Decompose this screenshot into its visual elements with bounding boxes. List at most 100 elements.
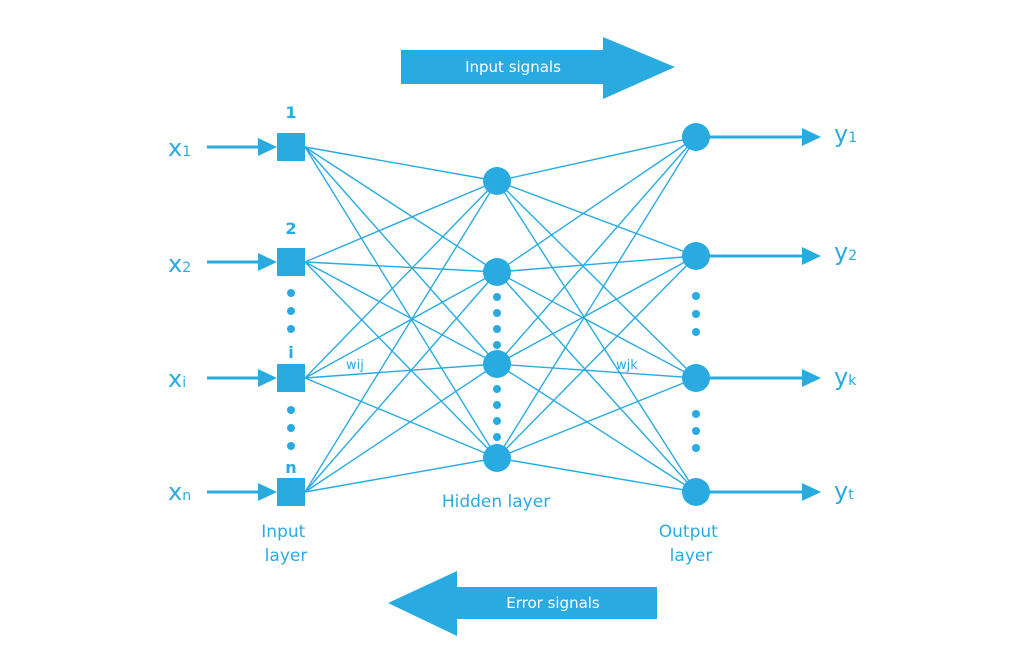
- ellipsis-dot: [287, 289, 295, 297]
- ellipsis-dot: [692, 328, 700, 336]
- ellipsis-dot: [287, 424, 295, 432]
- connection-line: [304, 271, 498, 379]
- connection-line: [304, 457, 498, 493]
- connection-line: [304, 271, 498, 493]
- input-node-indices: 1 2 i n: [285, 103, 296, 477]
- input-arrow-head: [258, 253, 277, 271]
- ellipsis-dot: [287, 325, 295, 333]
- ellipsis-dot: [287, 307, 295, 315]
- connection-line: [496, 271, 697, 493]
- input-variable-labels: x1 x2 xi xn: [168, 134, 191, 506]
- ellipsis-dot: [692, 410, 700, 418]
- input-node-index-1: 1: [285, 103, 296, 122]
- input-var-n: xn: [168, 478, 191, 506]
- input-node-index-2: 2: [285, 219, 296, 238]
- connection-line: [304, 180, 498, 379]
- hidden-layer-label: Hidden layer: [442, 492, 550, 512]
- connection-line: [496, 136, 697, 365]
- output-nodes: [682, 123, 710, 506]
- output-var-2: y2: [834, 238, 857, 266]
- connection-line: [496, 136, 697, 273]
- hidden-node: [483, 258, 511, 286]
- connection-line: [304, 261, 498, 273]
- input-node-index-i: i: [288, 343, 293, 362]
- connection-line: [304, 146, 498, 365]
- input-node: [277, 478, 305, 506]
- hidden-nodes: [483, 167, 511, 472]
- output-var-t: yt: [834, 477, 854, 505]
- ellipsis-dot: [493, 341, 501, 349]
- input-node: [277, 248, 305, 276]
- output-var-k: yk: [834, 363, 857, 391]
- connection-line: [304, 180, 498, 263]
- input-arrow-head: [258, 483, 277, 501]
- ellipsis-dot: [493, 401, 501, 409]
- connection-line: [496, 363, 697, 379]
- output-node: [682, 478, 710, 506]
- connection-line: [496, 180, 697, 493]
- error-signals-arrow-shape: [388, 571, 657, 636]
- input-node: [277, 364, 305, 392]
- output-arrow-head: [802, 128, 821, 146]
- connection-line: [496, 457, 697, 493]
- input-signals-label: Input signals: [465, 58, 561, 76]
- connection-line: [304, 146, 498, 182]
- output-layer-label: Output layer: [659, 522, 723, 566]
- input-arrow-head: [258, 369, 277, 387]
- output-variable-labels: y1 y2 yk yt: [834, 120, 857, 505]
- input-var-1: x1: [168, 134, 191, 162]
- connection-line: [496, 136, 697, 459]
- ellipsis-dot: [692, 292, 700, 300]
- connection-line: [304, 261, 498, 459]
- error-signals-label: Error signals: [506, 594, 600, 612]
- connection-line: [304, 363, 498, 493]
- input-layer-label: Input layer: [261, 522, 310, 566]
- connection-lines: [304, 136, 697, 493]
- layer-labels: Input layer Hidden layer Output layer: [261, 492, 723, 566]
- ellipsis-dot: [493, 325, 501, 333]
- connection-line: [304, 146, 498, 273]
- weight-labels: wij wjk: [346, 358, 638, 373]
- output-arrow-head: [802, 483, 821, 501]
- ellipsis-dot: [287, 442, 295, 450]
- hidden-node: [483, 350, 511, 378]
- input-var-2: x2: [168, 250, 191, 278]
- ellipsis-dot: [692, 310, 700, 318]
- connection-line: [304, 377, 498, 459]
- output-node: [682, 123, 710, 151]
- connection-line: [496, 255, 697, 273]
- ellipsis-dot: [493, 433, 501, 441]
- input-node-index-n: n: [285, 458, 296, 477]
- weight-label-input-hidden: wij: [346, 358, 364, 373]
- output-var-1: y1: [834, 120, 857, 148]
- ellipsis-dot: [493, 293, 501, 301]
- ellipsis-dot: [493, 417, 501, 425]
- input-arrows: [207, 138, 277, 501]
- hidden-node: [483, 167, 511, 195]
- connection-line: [496, 255, 697, 365]
- connection-line: [496, 271, 697, 379]
- ellipsis-dot: [493, 309, 501, 317]
- output-arrow-head: [802, 369, 821, 387]
- connection-line: [496, 363, 697, 493]
- ellipsis-dot: [692, 444, 700, 452]
- connection-line: [496, 255, 697, 459]
- error-signals-arrow: Error signals: [388, 571, 657, 636]
- input-arrow-head: [258, 138, 277, 156]
- connection-line: [496, 136, 697, 182]
- ellipsis-dot: [692, 427, 700, 435]
- connection-line: [304, 261, 498, 365]
- ellipsis-dot: [493, 385, 501, 393]
- connection-line: [304, 146, 498, 459]
- hidden-node: [483, 444, 511, 472]
- connection-line: [496, 180, 697, 379]
- connection-line: [496, 180, 697, 257]
- input-signals-arrow-shape: [401, 37, 675, 99]
- connection-line: [496, 377, 697, 459]
- output-node: [682, 364, 710, 392]
- connection-line: [304, 363, 498, 379]
- output-node: [682, 242, 710, 270]
- input-nodes: [277, 133, 305, 506]
- input-signals-arrow: Input signals: [401, 37, 675, 99]
